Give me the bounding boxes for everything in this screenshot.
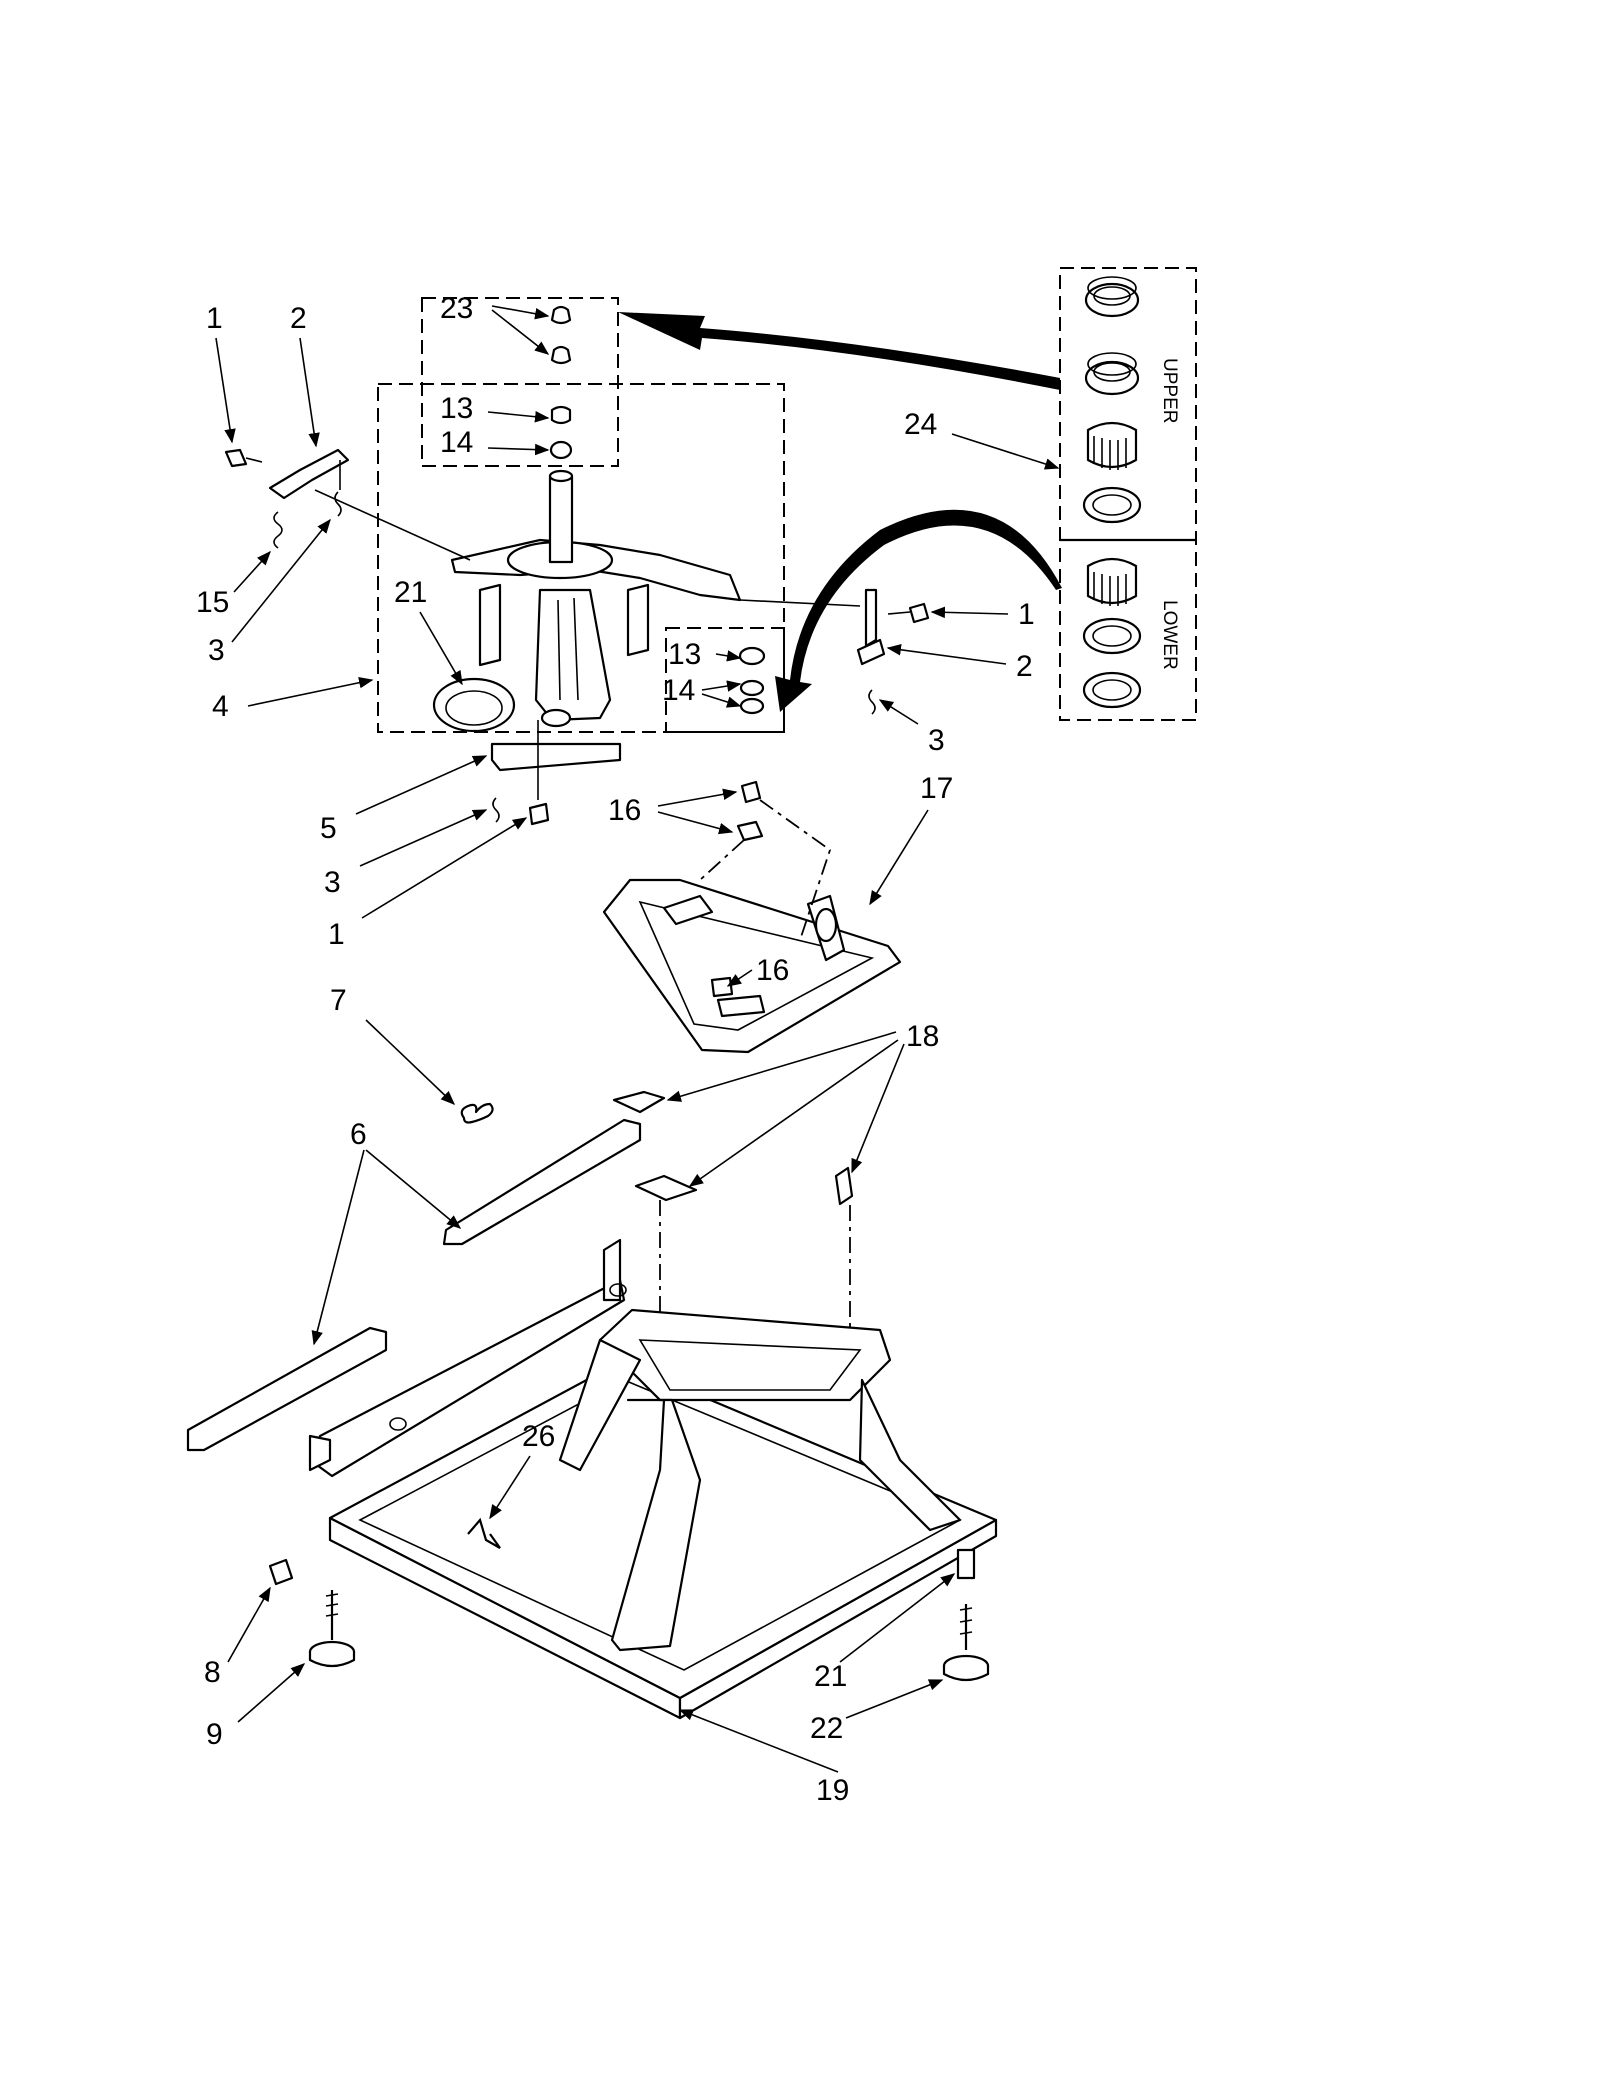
callout-24: 24 [904,408,937,441]
callout-22: 22 [810,1712,843,1745]
left-leg-assembly [268,1558,356,1668]
lower-bearing-stack [738,646,766,715]
hidden-line-brackets [659,1200,851,1350]
snubbers [710,780,764,998]
right-bracket-assembly [856,588,930,715]
bearing-kit-panel [1059,267,1197,721]
callout-3-front: 3 [324,866,341,899]
callout-25: 21 [394,576,427,609]
slide-6-upper [442,1118,642,1246]
callout-2-top-left: 2 [290,302,307,335]
callout-23: 23 [440,292,473,325]
box-upper-bearings [421,297,619,467]
callout-13-lower: 13 [668,638,701,671]
callout-21: 21 [814,1660,847,1693]
lower-bearing-set [1082,557,1142,709]
left-bracket-assembly [224,448,350,549]
upper-bearing-set [1082,276,1142,524]
callout-2-right: 2 [1016,650,1033,683]
leader-4-right [739,599,861,607]
base-plate [602,878,902,1054]
callout-17: 17 [920,772,953,805]
callout-16-bottom: 16 [756,954,789,987]
callout-14-lower: 14 [662,674,695,707]
callout-13-upper: 13 [440,392,473,425]
box-suspension-assembly [377,383,785,733]
spring-7 [460,1102,494,1124]
callout-7: 7 [330,984,347,1017]
bracket-18-a [612,1090,666,1114]
callout-1-top-left: 1 [206,302,223,335]
curved-arrow-lower [775,509,1062,712]
right-leg-assembly [942,1548,990,1682]
callout-9: 9 [206,1718,223,1751]
label-lower: LOWER [1159,600,1180,670]
leader-lines [215,305,1060,1773]
callout-3-left: 3 [208,634,225,667]
front-bracket-assembly [490,720,622,826]
suspension-assembly [450,469,742,728]
callout-19: 19 [816,1774,849,1807]
callout-18: 18 [906,1020,939,1053]
label-upper: UPPER [1159,358,1180,423]
callout-3-right: 3 [928,724,945,757]
machine-base-frame [308,1238,998,1720]
spring-hook-26 [467,1517,501,1549]
leader-2-upper-left [314,489,471,561]
hidden-line-snubbers [699,799,832,941]
curved-arrow-upper [618,312,1060,390]
callout-14-upper: 14 [440,426,473,459]
callout-1-right: 1 [1018,598,1035,631]
bracket-18-b [634,1174,698,1202]
slide-6-lower [186,1326,388,1452]
callout-15: 15 [196,586,229,619]
callout-8: 8 [204,1656,221,1689]
callout-6: 6 [350,1118,367,1151]
callout-4: 4 [212,690,229,723]
callout-5: 5 [320,812,337,845]
suspension-ring [432,677,516,733]
callout-1-front: 1 [328,918,345,951]
upper-bearing-stack [549,305,573,460]
callout-26: 26 [522,1420,555,1453]
bracket-18-c [834,1166,854,1206]
callout-16-top: 16 [608,794,641,827]
